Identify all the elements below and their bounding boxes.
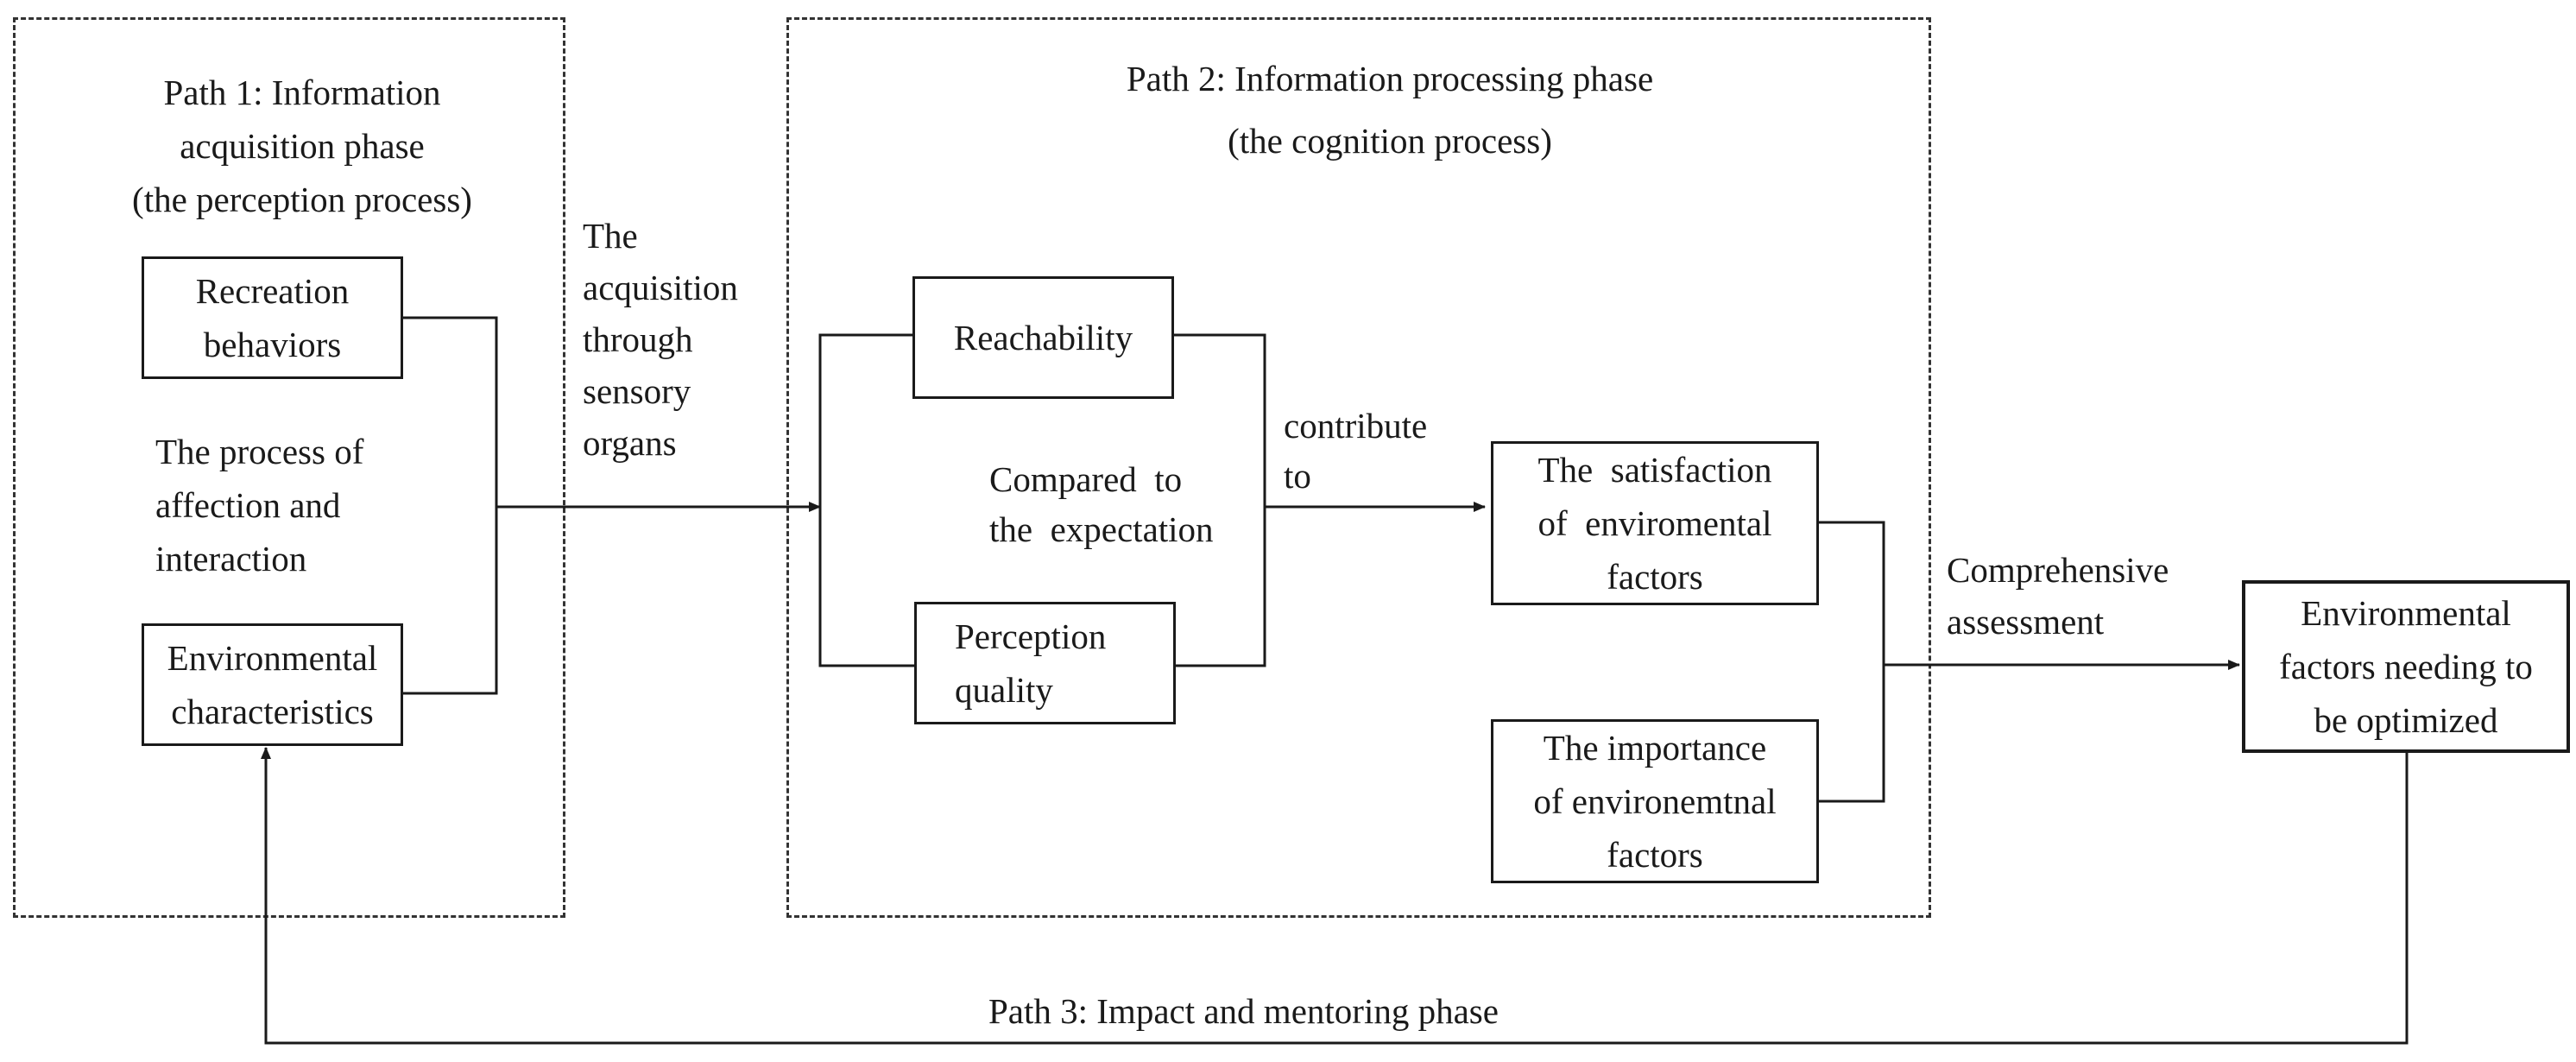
contribute-label: contribute to	[1284, 401, 1427, 501]
text-line: interaction	[155, 539, 307, 578]
perception-quality-box: Perception quality	[914, 602, 1176, 724]
box-label: The satisfaction	[1537, 450, 1772, 490]
box-label: Recreation	[195, 271, 350, 311]
assessment-label: Comprehensive assessment	[1947, 544, 2169, 648]
path2-left-bracket	[818, 333, 914, 667]
path2-region	[786, 17, 1931, 918]
box-label: Perception	[955, 616, 1107, 656]
affection-interaction-text: The process of affection and interaction	[155, 425, 363, 585]
text-line: to	[1284, 456, 1311, 496]
box-label: of enviromental	[1537, 503, 1772, 543]
box-label: quality	[955, 670, 1053, 710]
satisfaction-box: The satisfaction of enviromental factors	[1491, 441, 1819, 605]
text-line: organs	[583, 423, 677, 463]
path1-title-line: acquisition phase	[180, 126, 425, 166]
box-label: of environemtnal	[1533, 781, 1777, 821]
text-line: sensory	[583, 371, 691, 411]
text-line: Comprehensive	[1947, 550, 2169, 590]
environmental-characteristics-box: Environmental characteristics	[142, 623, 403, 746]
path2-title-line: (the cognition process)	[1228, 121, 1552, 161]
text-line: contribute	[1284, 406, 1428, 446]
path2-title: Path 2: Information processing phase (th…	[1036, 47, 1744, 172]
box-label: The importance	[1543, 728, 1767, 768]
text-line: through	[583, 319, 693, 359]
assessment-bracket	[1818, 521, 1885, 803]
path1-region	[13, 17, 565, 918]
box-label: factors needing to	[2279, 647, 2533, 686]
comparison-text: Compared to the expectation	[989, 454, 1214, 554]
text-line: The process of	[155, 432, 364, 471]
box-label: Reachability	[953, 318, 1133, 357]
feedback-path	[261, 747, 2409, 1045]
box-label: characteristics	[171, 692, 374, 731]
text-line: the expectation	[989, 509, 1214, 549]
box-label: Environmental	[167, 638, 378, 678]
box-label: factors	[1607, 557, 1703, 597]
recreation-behaviors-box: Recreation behaviors	[142, 256, 403, 379]
box-label: behaviors	[203, 325, 342, 364]
path3-label: Path 3: Impact and mentoring phase	[988, 991, 1499, 1031]
box-label: factors	[1607, 835, 1703, 875]
text-line: Compared to	[989, 459, 1183, 499]
path1-title-line: Path 1: Information	[163, 73, 441, 112]
path1-title-line: (the perception process)	[132, 180, 472, 219]
path1-title: Path 1: Information acquisition phase (t…	[78, 66, 527, 226]
path1-bracket	[402, 316, 498, 695]
reachability-box: Reachability	[912, 276, 1174, 399]
text-line: The	[583, 216, 638, 256]
acquisition-label: The acquisition through sensory organs	[583, 210, 738, 469]
importance-box: The importance of environemtnal factors	[1491, 719, 1819, 883]
text-line: affection and	[155, 485, 341, 525]
text-line: assessment	[1947, 602, 2105, 642]
path2-title-line: Path 2: Information processing phase	[1126, 59, 1654, 98]
box-label: be optimized	[2314, 700, 2498, 740]
path2-right-bracket	[1174, 333, 1266, 667]
optimized-factors-box: Environmental factors needing to be opti…	[2242, 580, 2570, 753]
box-label: Environmental	[2301, 593, 2511, 633]
text-line: acquisition	[583, 268, 738, 307]
